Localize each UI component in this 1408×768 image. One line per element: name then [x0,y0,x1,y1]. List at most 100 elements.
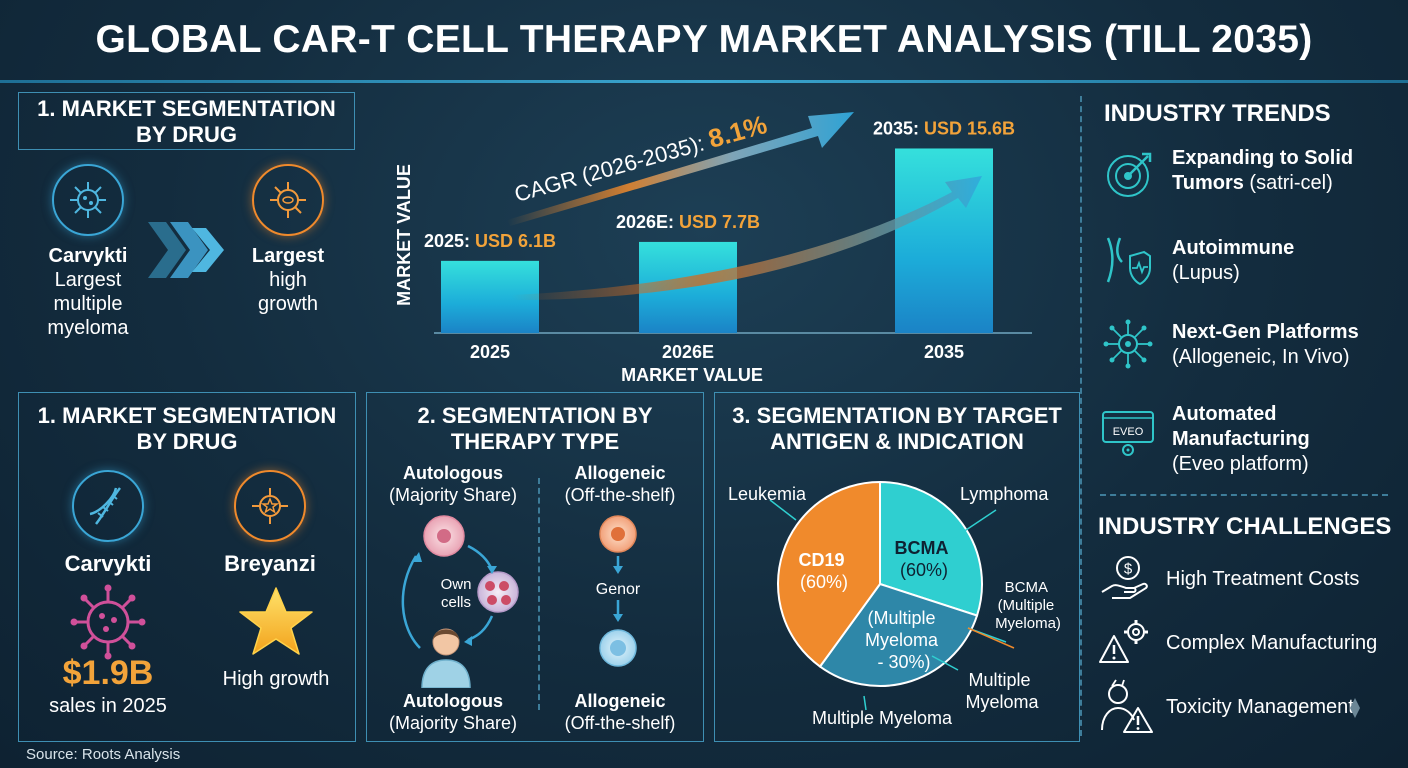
bcma-slice-label: BCMA (60%) [894,538,953,580]
market-value-chart: CAGR (2026-2035): 8.1% 2025: USD 6.1B202… [394,109,1032,385]
mm-slice-label: (Multiple Myeloma - 30%) [865,608,943,672]
cell-cluster-icon [477,571,519,613]
antigen-panel [714,392,1080,742]
top-drug-right-label: Largest high growth [222,244,354,316]
trend-detail: (Allogeneic, In Vivo) [1172,346,1350,368]
carvykti-sales-value: $1.9B [62,654,154,692]
slice-label-line: Myeloma [865,630,939,650]
autologous-top-label: Autologous (Majority Share) [370,462,536,506]
challenge-item: High Treatment Costs [1166,568,1360,590]
lymphoma-callout: Lymphoma [960,484,1049,504]
eveo-icon-text: EVEO [1113,426,1144,438]
antigen-pie-chart: Leukemia Lymphoma BCMA (Multiple Myeloma… [728,480,1061,728]
therapy-name: Autologous [403,463,503,483]
drug-desc: multiple [53,293,123,315]
cell-star-icon [234,470,306,542]
heading-line: BY DRUG [136,429,238,454]
therapy-sub: (Off-the-shelf) [564,713,676,733]
therapy-panel-heading: 2. SEGMENTATION BY THERAPY TYPE [366,403,704,455]
trend-detail: (Eveo platform) [1172,453,1309,475]
therapy-sub: (Majority Share) [388,713,518,733]
slice-label-line: (Multiple [867,608,935,628]
trend-item-autoimmune: Autoimmune (Lupus) [1100,232,1400,292]
challenges-heading: INDUSTRY CHALLENGES [1098,513,1392,540]
network-icon [1103,319,1153,369]
callout-line: Myeloma) [995,615,1061,632]
top-drug-heading-box [18,92,355,150]
therapy-sub: (Majority Share) [388,485,518,505]
bar-value-label: 2025: USD 6.1B [424,231,556,251]
mm-bottom-callout: Multiple Myeloma [812,708,953,728]
autologous-cycle-diagram [401,515,519,688]
own-cells-line: cells [440,594,471,611]
bcma-mm-callout: BCMA (Multiple Myeloma) [995,579,1061,632]
dna-icon [72,470,144,542]
chevron-arrows-icon [148,222,228,283]
shield-heart-icon [1106,237,1151,286]
trend-title: Manufacturing [1172,428,1310,450]
trend-title: Tumors [1172,172,1244,194]
top-drug-left-label: Carvykti Largest multiple myeloma [20,244,156,340]
heading-line: 3. SEGMENTATION BY TARGET [732,403,1062,428]
therapy-sub: (Off-the-shelf) [564,485,676,505]
autologous-bottom-label: Autologous (Majority Share) [370,690,536,734]
slice-label-line: (60%) [800,572,848,592]
virus-pink-icon [70,584,146,660]
heading-line: 2. SEGMENTATION BY [417,403,653,428]
own-cells-label: Own cells [430,576,482,612]
therapy-name: Allogeneic [574,463,666,483]
bar-value-label: 2035: USD 15.6B [873,118,1015,138]
allogeneic-bottom-label: Allogeneic (Off-the-shelf) [540,690,700,734]
drug-name: Largest [251,245,325,267]
x-tick-label: 2035 [924,342,964,362]
x-tick-label: 2025 [470,342,510,362]
cell-orange-icon [252,164,324,236]
breyanzi-caption: High growth [222,668,330,690]
drug-name: Carvykti [48,245,128,267]
callout-line: (Multiple [998,597,1055,614]
trend-item-next-gen: Next-Gen Platforms (Allogeneic, In Vivo) [1100,316,1400,376]
therapy-name: Allogeneic [574,691,666,711]
trend-detail: (satri-cel) [1243,172,1333,194]
growth-swoosh-lower [512,176,982,300]
gear-warning-icon [1099,620,1148,663]
trends-challenges-divider [1100,494,1388,496]
challenge-item: Toxicity Management [1166,696,1354,718]
slice-label-line: CD19 [798,550,844,570]
allogeneic-flow-diagram [599,515,637,667]
slice-label-line: - 30%) [877,652,930,672]
trend-title: Autoimmune [1172,237,1295,259]
slice-label-line: (60%) [900,560,948,580]
source-note: Source: Roots Analysis [26,746,181,763]
trend-title: Automated [1172,403,1277,425]
heading-line: ANTIGEN & INDICATION [770,429,1024,454]
star-icon [239,587,313,655]
trend-item-solid-tumors: Expanding to Solid Tumors (satri-cel) [1100,146,1400,206]
drug-desc: myeloma [47,317,129,339]
pie-slice [818,582,979,687]
heading-line: THERAPY TYPE [450,429,620,454]
drug-panel-heading: 1. MARKET SEGMENTATION BY DRUG [18,403,356,455]
carvykti-sales-caption: sales in 2025 [49,695,167,717]
trend-text: Expanding to Solid Tumors (satri-cel) [1172,146,1353,196]
person-warning-icon [1101,679,1153,733]
top-drug-heading: 1. MARKET SEGMENTATION BY DRUG [18,96,355,148]
heading-line: BY DRUG [135,122,238,147]
trend-text: Automated Manufacturing (Eveo platform) [1172,402,1310,477]
antigen-panel-heading: 3. SEGMENTATION BY TARGET ANTIGEN & INDI… [714,403,1080,455]
drug-desc: growth [257,293,319,315]
cd19-slice-label: CD19 (60%) [798,550,849,592]
pie-slice [777,480,881,668]
challenge-item: Complex Manufacturing [1166,632,1378,654]
trend-text: Next-Gen Platforms (Allogeneic, In Vivo) [1172,320,1359,370]
therapy-type-panel [366,392,704,742]
y-axis-label: MARKET VALUE [394,164,414,306]
drug-segment-panel [18,392,356,742]
trend-text: Autoimmune (Lupus) [1172,236,1294,286]
genor-label: Genor [595,581,641,598]
trend-title: Expanding to Solid [1172,147,1354,169]
heading-line: 1. MARKET SEGMENTATION [37,96,336,121]
trend-detail: (Lupus) [1172,262,1240,284]
virus-icon [52,164,124,236]
drug-desc: Largest [54,269,122,291]
